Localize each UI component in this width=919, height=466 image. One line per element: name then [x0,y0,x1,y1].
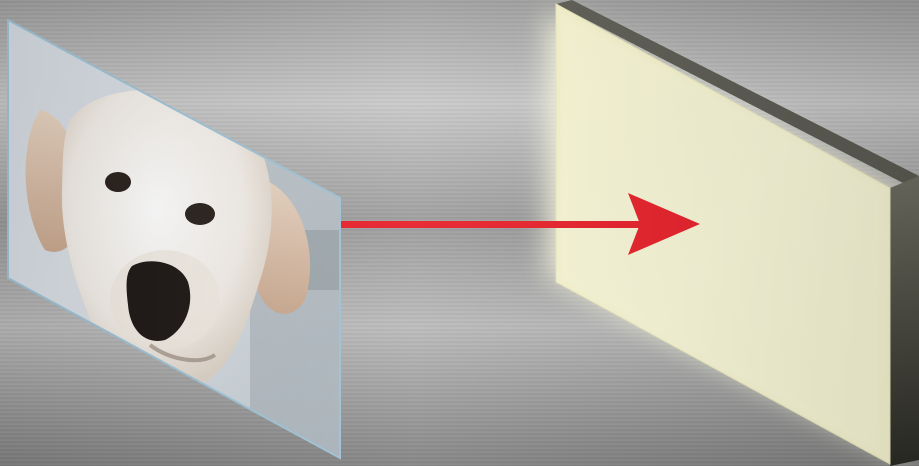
right-arrow-icon [340,193,700,255]
dog-photo-icon [8,20,340,458]
glowing-panel-icon [548,0,919,466]
